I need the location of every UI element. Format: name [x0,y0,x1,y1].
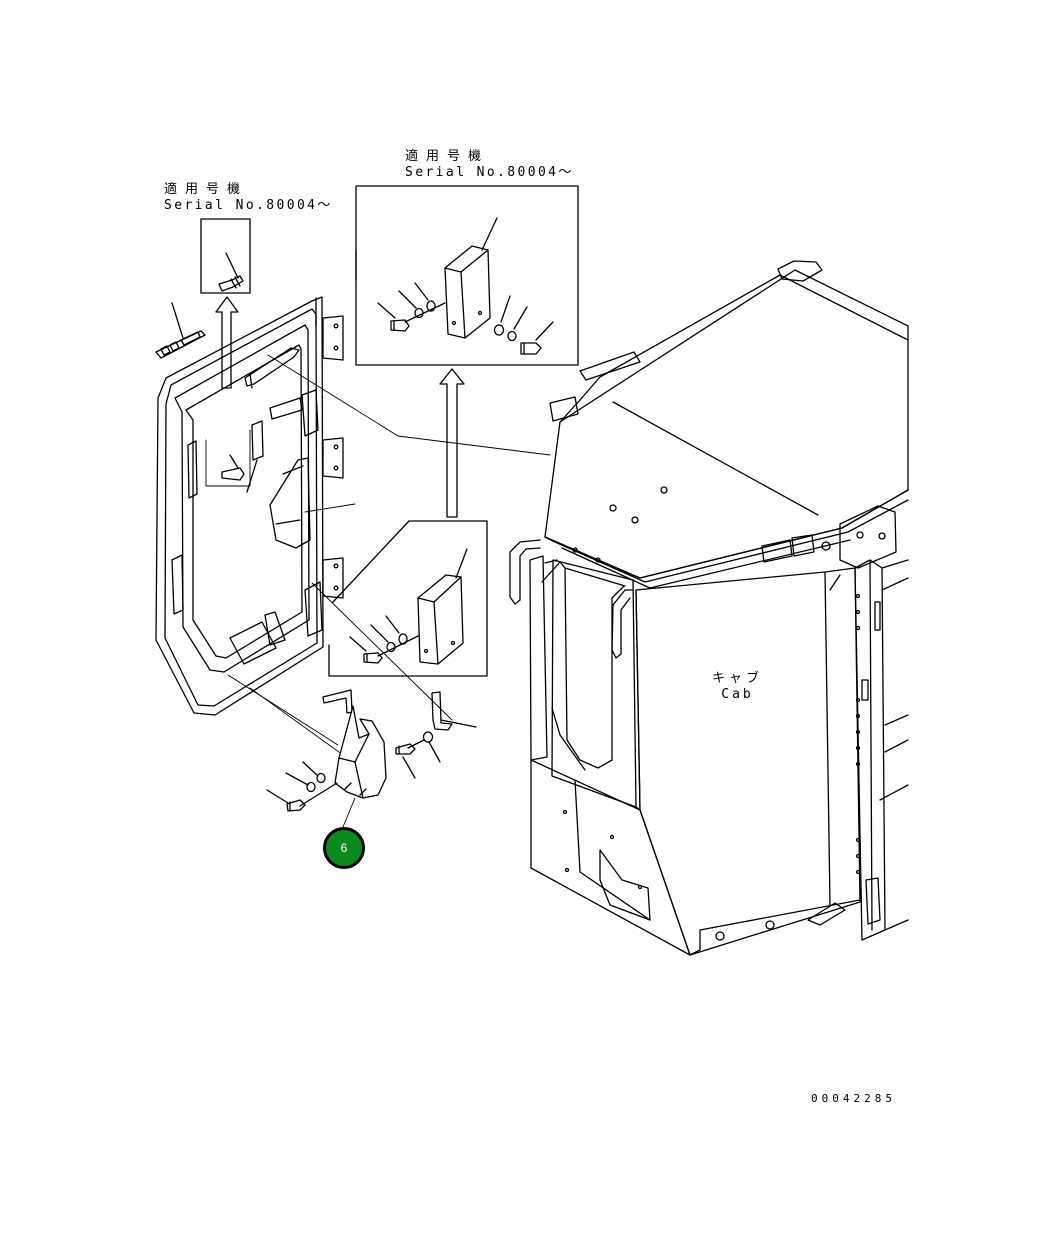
leader-lines [227,354,551,779]
note-jp-right: 適用号機 [405,149,490,164]
arrow-to-detail-1 [215,296,239,389]
part-callout-6[interactable]: 6 [323,827,365,869]
detail-box-lower-cover [328,520,488,677]
detail-box-bolt [200,218,251,294]
note-applicable-models-left: 適用号機 Serial No.80004～ [164,182,333,214]
cab-label-jp: キャブ [712,671,764,686]
part-callout-number: 6 [340,841,348,855]
cab-label-en: Cab [721,687,754,702]
note-serial-right: Serial No.80004～ [405,165,574,180]
detail-box-cover [355,185,579,366]
cab-label: キャブ Cab [712,671,763,703]
bracket-parts [266,689,477,828]
note-serial-left: Serial No.80004～ [164,198,333,213]
cab-body [509,260,909,956]
note-applicable-models-right: 適用号機 Serial No.80004～ [405,149,574,181]
drawing-number: 00042285 [811,1092,896,1105]
note-jp-left: 適用号機 [164,182,249,197]
cab-door [155,296,356,716]
